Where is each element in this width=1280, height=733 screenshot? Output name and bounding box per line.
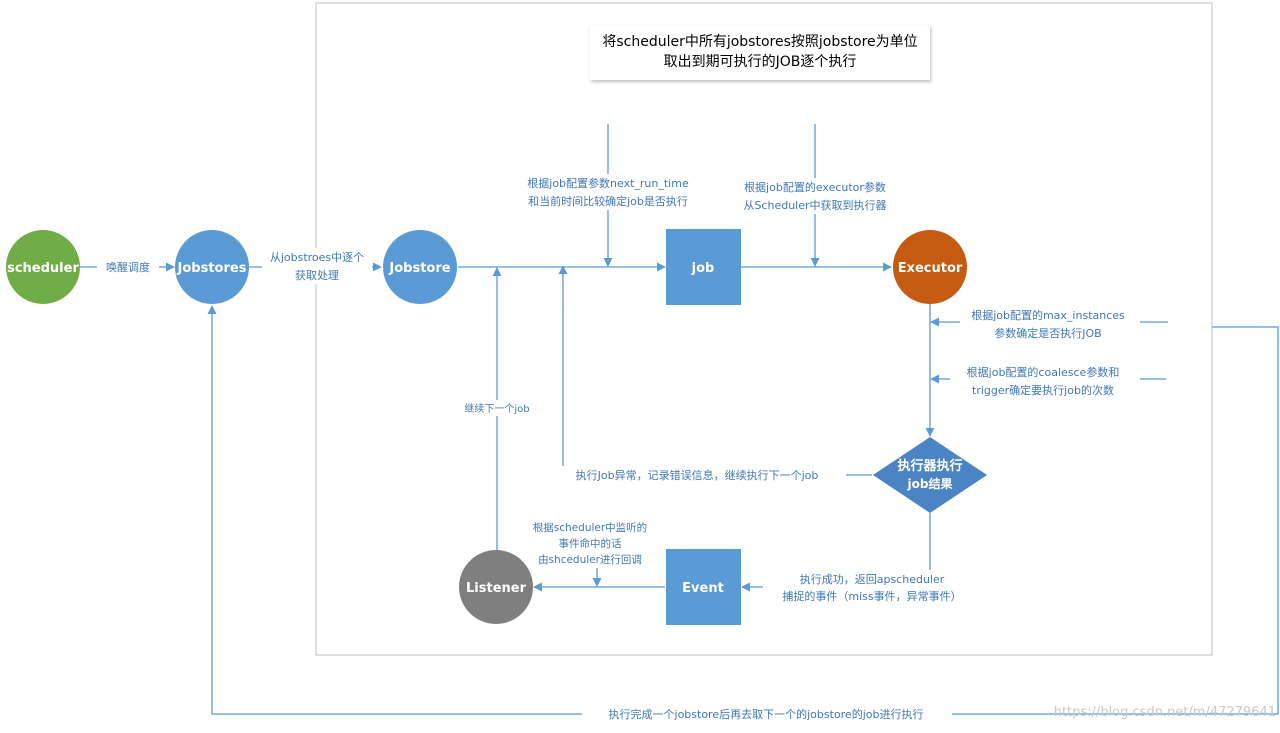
svg-text:根据job配置的executor参数: 根据job配置的executor参数 — [744, 180, 886, 194]
decision-label-2: job结果 — [907, 476, 953, 491]
svg-text:获取处理: 获取处理 — [295, 269, 339, 282]
label-wake: 唤醒调度 — [97, 258, 159, 275]
event-label: Event — [682, 581, 724, 596]
label-success: 执行成功，返回apscheduler 捕捉的事件（miss事件，异常事件） — [763, 570, 981, 606]
jobstore-node: Jobstore — [383, 230, 457, 304]
svg-text:根据job配置的max_instances: 根据job配置的max_instances — [971, 308, 1125, 322]
svg-text:执行成功，返回apscheduler: 执行成功，返回apscheduler — [800, 572, 945, 586]
svg-text:根据job配置的coalesce参数和: 根据job配置的coalesce参数和 — [967, 365, 1120, 379]
svg-text:执行完成一个jobstore后再去取下一个的jobstore: 执行完成一个jobstore后再去取下一个的jobstore的job进行执行 — [609, 707, 924, 721]
scheduler-node: scheduler — [6, 230, 80, 304]
jobstore-frame — [315, 2, 1213, 656]
svg-text:执行Job异常，记录错误信息，继续执行下一个job: 执行Job异常，记录错误信息，继续执行下一个job — [576, 468, 819, 482]
jobstore-label: Jobstore — [388, 261, 450, 276]
listener-node: Listener — [459, 550, 533, 624]
label-next-run-time: 根据job配置参数next_run_time 和当前时间比较确定job是否执行 — [505, 174, 710, 210]
job-node: job — [666, 229, 741, 305]
label-continue-next: 继续下一个job — [457, 400, 537, 416]
svg-text:唤醒调度: 唤醒调度 — [106, 260, 150, 274]
svg-text:从jobstroes中逐个: 从jobstroes中逐个 — [270, 251, 364, 264]
svg-text:trigger确定要执行job的次数: trigger确定要执行job的次数 — [972, 383, 1114, 397]
svg-text:事件命中的话: 事件命中的话 — [559, 537, 622, 550]
label-bottom-loop: 执行完成一个jobstore后再去取下一个的jobstore的job进行执行 — [582, 705, 952, 723]
jobstores-label: Jobstores — [177, 261, 247, 276]
label-from-jobstores: 从jobstroes中逐个 获取处理 — [262, 248, 372, 284]
watermark: https://blog.csdn.net/m/47279641 — [1054, 705, 1276, 720]
svg-text:从Scheduler中获取到执行器: 从Scheduler中获取到执行器 — [743, 198, 886, 212]
decision-label-1: 执行器执行 — [897, 458, 962, 474]
label-max-instances: 根据job配置的max_instances 参数确定是否执行JOB — [960, 305, 1140, 341]
label-coalesce: 根据job配置的coalesce参数和 trigger确定要执行job的次数 — [950, 362, 1140, 398]
svg-text:根据job配置参数next_run_time: 根据job配置参数next_run_time — [527, 176, 689, 190]
label-listener-callback: 根据scheduler中监听的 事件命中的话 由shceduler进行回调 — [528, 518, 656, 568]
scheduler-label: scheduler — [7, 261, 79, 276]
svg-text:参数确定是否执行JOB: 参数确定是否执行JOB — [994, 326, 1101, 340]
job-label: job — [691, 261, 715, 276]
executor-node: Executor — [893, 230, 967, 304]
svg-text:捕捉的事件（miss事件，异常事件）: 捕捉的事件（miss事件，异常事件） — [782, 589, 961, 603]
label-exception: 执行Job异常，记录错误信息，继续执行下一个job — [550, 466, 846, 484]
title-line-2: 取出到期可执行的JOB逐个执行 — [664, 54, 857, 70]
arrow-bottom-loop — [207, 305, 1279, 715]
jobstores-node: Jobstores — [175, 230, 249, 304]
svg-text:根据scheduler中监听的: 根据scheduler中监听的 — [533, 521, 647, 534]
svg-text:和当前时间比较确定job是否执行: 和当前时间比较确定job是否执行 — [528, 194, 688, 208]
svg-text:继续下一个job: 继续下一个job — [464, 402, 529, 415]
decision-diamond: 执行器执行 job结果 — [873, 437, 987, 513]
title-box: 将scheduler中所有jobstores按照jobstore为单位 取出到期… — [590, 25, 930, 80]
executor-label: Executor — [898, 261, 963, 276]
label-executor-param: 根据job配置的executor参数 从Scheduler中获取到执行器 — [728, 178, 903, 214]
listener-label: Listener — [466, 581, 527, 596]
title-line-1: 将scheduler中所有jobstores按照jobstore为单位 — [602, 34, 917, 50]
svg-text:由shceduler进行回调: 由shceduler进行回调 — [538, 553, 642, 566]
event-node: Event — [666, 549, 741, 625]
